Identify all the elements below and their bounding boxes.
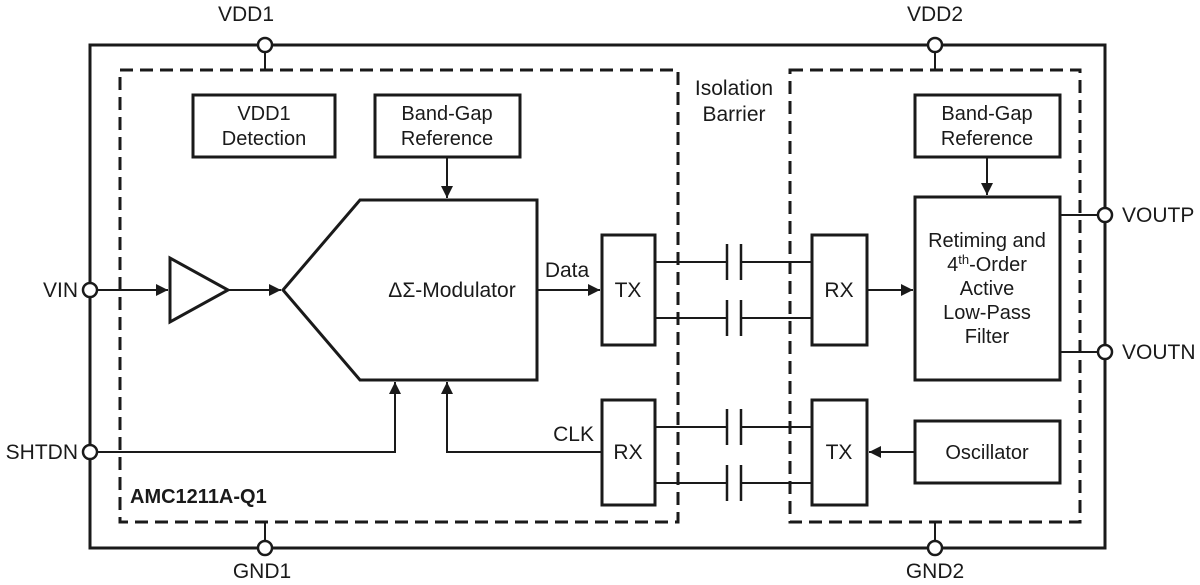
input-side-dashed-region — [118, 68, 680, 524]
tx-top-block — [600, 233, 657, 347]
vdd2-pin-label: VDD2 — [907, 3, 963, 26]
data-signal-label: Data — [545, 259, 590, 282]
filter-label-line5: Filter — [965, 326, 1010, 348]
rx-bottom-label: RX — [613, 441, 642, 464]
bandgap-left-label-line1: Band-Gap — [401, 103, 492, 125]
isolation-capacitor-top-1 — [725, 244, 743, 280]
filter-label-line1: Retiming and — [928, 230, 1046, 252]
clk-wire — [441, 382, 602, 453]
bandgap-left-label-line2: Reference — [401, 128, 493, 150]
oscillator-block — [913, 419, 1062, 485]
tx-top-label: TX — [615, 279, 642, 302]
voutp-pin-label: VOUTP — [1122, 204, 1194, 227]
voutn-pin — [1096, 343, 1114, 361]
rx-bottom-block — [600, 398, 657, 507]
bandgap-right-label-line1: Band-Gap — [941, 103, 1032, 125]
filter-label-line4: Low-Pass — [943, 302, 1031, 324]
input-amplifier-triangle — [168, 255, 232, 325]
vdd1-detection-label-line2: Detection — [222, 128, 307, 150]
rx-top-label: RX — [824, 279, 853, 302]
filter-label-line3: Active — [960, 278, 1014, 300]
vdd1-detection-label-line1: VDD1 — [237, 103, 290, 125]
low-pass-filter-block — [913, 195, 1062, 382]
vdd1-detection-block — [191, 93, 337, 159]
vdd2-pin — [926, 36, 944, 54]
tx-bottom-block — [810, 398, 869, 507]
voutp-pin — [1096, 206, 1114, 224]
vin-pin-label: VIN — [43, 279, 78, 302]
gnd2-pin — [926, 539, 944, 557]
modulator-block — [281, 198, 539, 382]
bandgap-reference-right-block — [913, 93, 1062, 159]
modulator-label: ΔΣ-Modulator — [388, 279, 515, 302]
bandgap-right-label-line2: Reference — [941, 128, 1033, 150]
isolation-capacitor-top-2 — [725, 300, 743, 336]
bandgap-reference-left-block — [373, 93, 522, 159]
isolation-barrier-label-line2: Barrier — [702, 103, 765, 126]
gnd1-pin — [256, 539, 274, 557]
vdd1-pin-label: VDD1 — [218, 3, 274, 26]
isolation-capacitor-bottom-2 — [725, 465, 743, 501]
tx-bottom-label: TX — [826, 441, 853, 464]
vin-pin — [81, 281, 99, 299]
isolation-barrier-label-line1: Isolation — [695, 77, 773, 100]
isolation-capacitor-bottom-1 — [725, 409, 743, 445]
gnd2-pin-label: GND2 — [906, 560, 964, 583]
part-number-label: AMC1211A-Q1 — [130, 486, 267, 508]
vdd1-pin — [256, 36, 274, 54]
voutn-pin-label: VOUTN — [1122, 341, 1196, 364]
shtdn-pin-label: SHTDN — [6, 441, 78, 464]
clk-signal-label: CLK — [553, 423, 594, 446]
filter-label-line2: 4th-Order — [947, 252, 1027, 276]
shtdn-wire — [97, 382, 401, 453]
oscillator-label: Oscillator — [945, 442, 1029, 464]
rx-top-block — [810, 233, 869, 347]
gnd1-pin-label: GND1 — [233, 560, 291, 583]
shtdn-pin — [81, 443, 99, 461]
